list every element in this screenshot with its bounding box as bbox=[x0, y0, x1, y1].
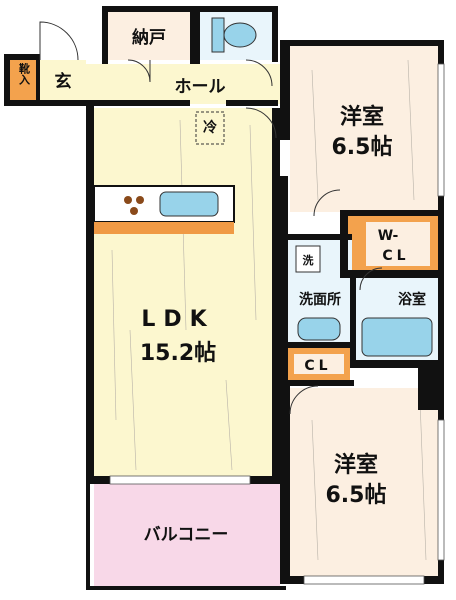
entrance-floor bbox=[40, 60, 86, 102]
washroom-label: 洗面所 bbox=[299, 291, 341, 308]
washing-machine-label: 洗 bbox=[303, 253, 314, 267]
walk-in-closet-inner bbox=[366, 222, 430, 266]
walls bbox=[4, 6, 444, 590]
washing-machine-fixture bbox=[295, 245, 321, 273]
west-room-lower-floor bbox=[290, 388, 440, 576]
hall-door bbox=[245, 107, 277, 139]
walk-in-closet-line2: CL bbox=[382, 248, 409, 264]
toilet-door bbox=[245, 59, 273, 87]
ldk-size: 15.2帖 bbox=[140, 341, 216, 366]
closet-inner bbox=[294, 354, 344, 374]
doors bbox=[39, 21, 383, 415]
upper-room-door bbox=[313, 189, 341, 217]
toilet-fixture bbox=[211, 17, 257, 53]
entrance-door bbox=[39, 21, 79, 61]
vanity-fixture bbox=[297, 317, 341, 341]
storage-label: 納戸 bbox=[132, 27, 166, 48]
windows bbox=[109, 63, 445, 585]
stove-burner-icon bbox=[124, 196, 132, 204]
shoe-storage-label: 靴入 bbox=[18, 62, 31, 86]
west-room-lower-size: 6.5帖 bbox=[326, 483, 387, 508]
balcony-label: バルコニー bbox=[144, 525, 229, 545]
shoe-storage-floor bbox=[10, 60, 38, 102]
kitchen-sink-icon bbox=[159, 191, 219, 217]
storage-floor bbox=[108, 12, 190, 60]
walk-in-closet-line1: W- bbox=[378, 228, 399, 244]
west-room-upper-name: 洋室 bbox=[340, 104, 384, 130]
entrance-label: 玄 bbox=[55, 71, 72, 92]
bathtub-fixture bbox=[361, 317, 433, 357]
room-labels: 納戸 玄 靴入 ホール 冷 洋室 6.5帖 W- CL 洗 洗面所 浴室 CL … bbox=[18, 27, 427, 545]
hall-label: ホール bbox=[175, 77, 226, 97]
balcony-floor bbox=[94, 484, 280, 588]
bathroom-label: 浴室 bbox=[398, 291, 426, 308]
floor-hatching bbox=[111, 59, 427, 561]
closet-label: CL bbox=[304, 358, 331, 374]
storage-door bbox=[127, 59, 151, 83]
west-room-upper-size: 6.5帖 bbox=[332, 135, 393, 160]
lower-room-door bbox=[289, 385, 319, 415]
hall-floor bbox=[86, 64, 284, 104]
stove-burner-icon bbox=[130, 207, 138, 215]
fridge-label: 冷 bbox=[203, 119, 217, 136]
bath-door bbox=[359, 267, 383, 291]
kitchen-counter bbox=[93, 185, 235, 234]
stove-burner-icon bbox=[136, 196, 144, 204]
ldk-name: LDK bbox=[141, 307, 214, 332]
ldk-floor bbox=[94, 108, 280, 478]
west-room-lower-name: 洋室 bbox=[334, 452, 378, 478]
